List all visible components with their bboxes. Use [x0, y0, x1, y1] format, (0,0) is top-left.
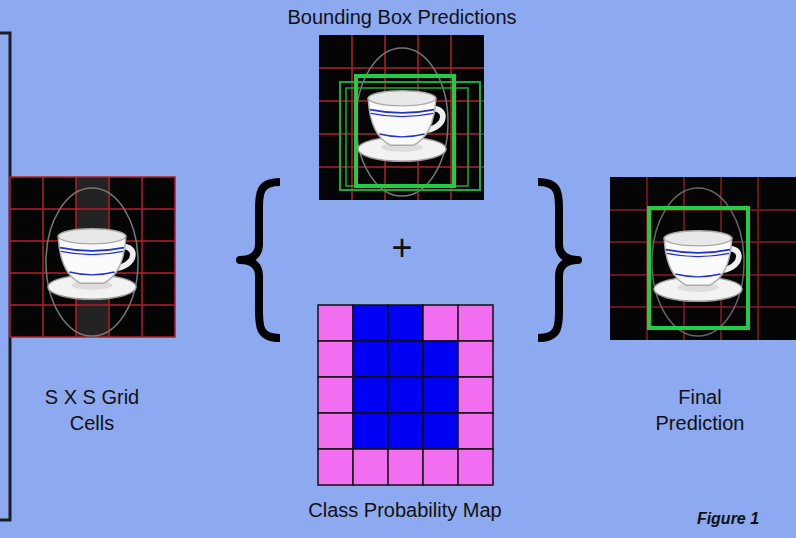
grid-image — [10, 177, 175, 337]
class-probability-grid — [318, 305, 493, 485]
frame-edge — [0, 33, 10, 520]
plus-sign: + — [391, 226, 412, 269]
bounding-box-panel: Bounding Box Predictions — [319, 35, 484, 200]
panel-label: Bounding Box Predictions — [242, 4, 562, 30]
panel-label: S X S Grid Cells — [27, 384, 157, 436]
final-prediction-panel: Final Prediction — [610, 177, 796, 340]
class-probability-panel: Class Probability Map — [318, 305, 493, 485]
grid-cells-panel: S X S Grid Cells — [10, 177, 175, 337]
left-brace — [240, 182, 280, 338]
right-brace — [538, 182, 578, 338]
figure-number: Figure 1 — [697, 509, 759, 528]
panel-label: Class Probability Map — [245, 497, 565, 523]
panel-label: Final Prediction — [640, 384, 760, 436]
bounding-box-image — [319, 35, 484, 200]
final-prediction-image — [610, 177, 796, 340]
